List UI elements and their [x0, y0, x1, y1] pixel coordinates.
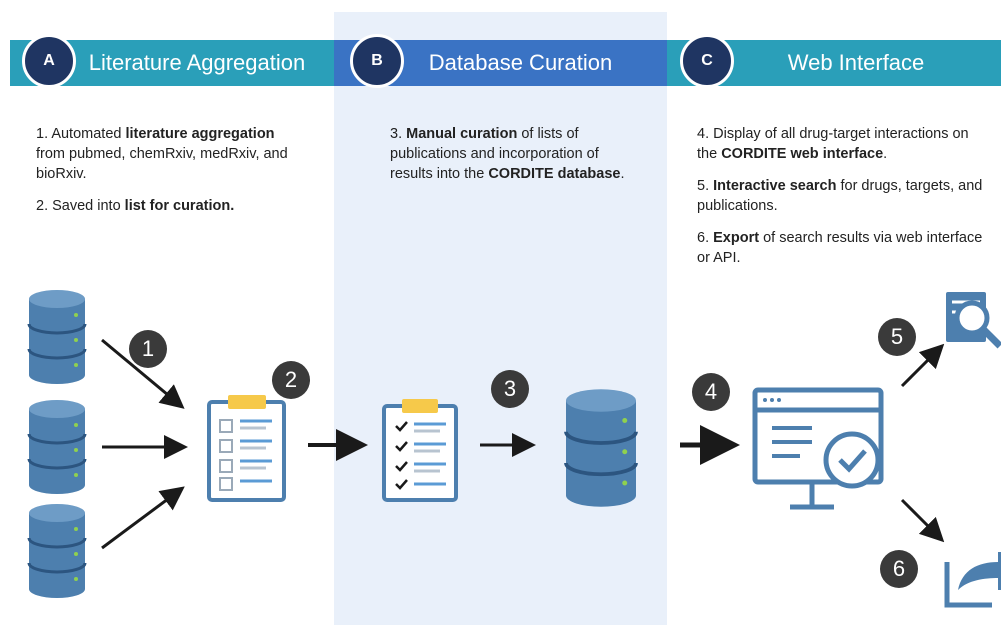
arrow [101, 486, 185, 550]
step-5-marker: 5 [878, 318, 916, 356]
step-1-marker: 1 [129, 330, 167, 368]
arrow [900, 498, 945, 543]
column-b-background [334, 12, 667, 625]
badge-b: B [350, 34, 404, 88]
clipboard-icon [207, 395, 286, 502]
banner-a-title: Literature Aggregation [88, 50, 306, 75]
banner-c-title: Web Interface [787, 50, 925, 75]
badge-c: C [680, 34, 734, 88]
step-2-marker: 2 [272, 361, 310, 399]
monitor-check-icon [752, 387, 884, 510]
step-3-text: 3. Manual curation of lists of publicati… [390, 126, 625, 182]
step-6-marker: 6 [880, 550, 918, 588]
database-icon [27, 502, 87, 600]
database-icon [27, 288, 87, 386]
arrow [900, 343, 945, 388]
export-icon [944, 552, 1001, 608]
checklist-icon [382, 399, 458, 502]
step-4-marker: 4 [692, 373, 730, 411]
step-4-text: 4. Display of all drug-target interactio… [697, 126, 969, 162]
badge-a: A [22, 34, 76, 88]
column-a-description: 1. Automated literature aggregation from… [36, 124, 296, 228]
column-c-description: 4. Display of all drug-target interactio… [697, 124, 992, 280]
step-6-text: 6. Export of search results via web inte… [697, 230, 983, 266]
step-5-text: 5. Interactive search for drugs, targets… [697, 178, 983, 214]
search-icon [946, 292, 1001, 349]
column-b-description: 3. Manual curation of lists of publicati… [390, 124, 630, 196]
database-icon [564, 387, 638, 509]
database-icon [27, 398, 87, 496]
step-1-text: 1. Automated literature aggregation from… [36, 126, 288, 182]
step-2-text: 2. Saved into list for curation. [36, 198, 235, 214]
arrow [101, 338, 185, 409]
banner-b-title: Database Curation [428, 50, 613, 75]
step-3-marker: 3 [491, 370, 529, 408]
